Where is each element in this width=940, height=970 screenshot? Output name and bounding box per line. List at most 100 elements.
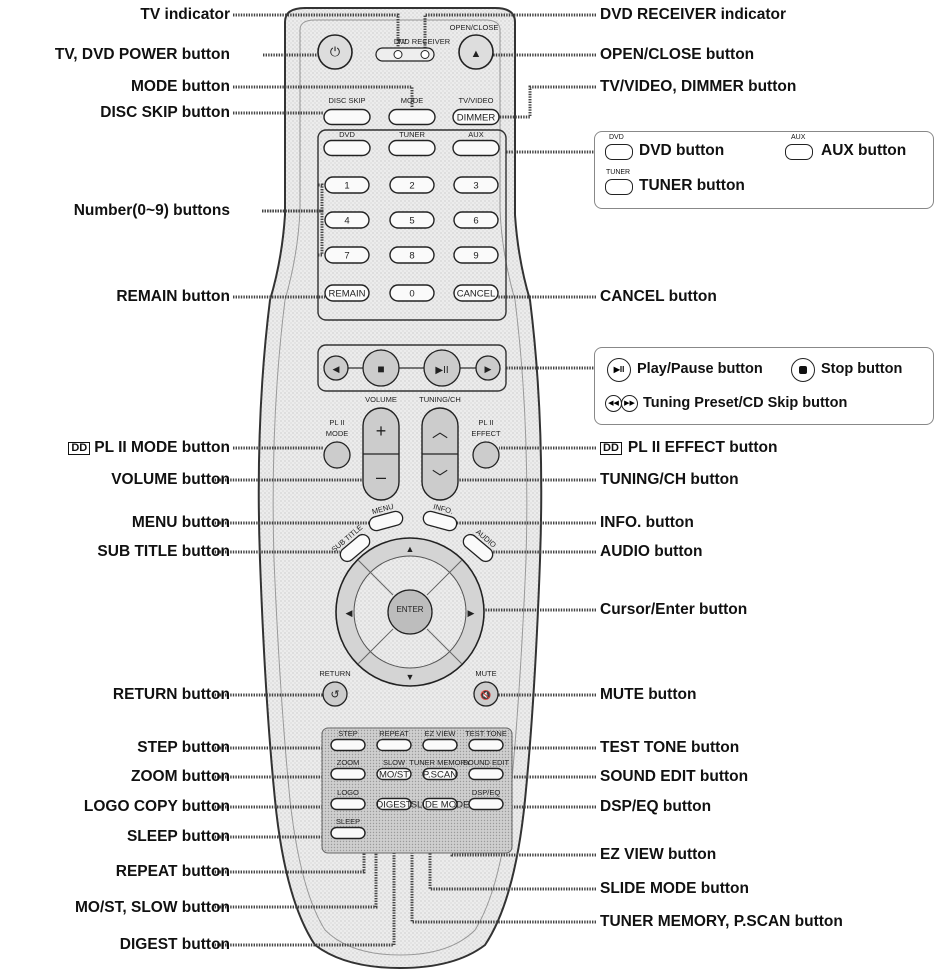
tv-video-label: TV/VIDEO [458,96,493,105]
function-panel [321,727,513,854]
label-sleep-button: SLEEP button [126,828,230,845]
open-close-button [458,34,494,70]
label-menu-button: MENU button [131,514,230,531]
cursor-pad-divider [358,628,394,664]
pl2-mode-button [323,441,351,469]
number-button-7-text: 7 [344,251,349,262]
disc-skip-button [323,108,371,126]
dvd-button-icon [605,144,633,160]
stop-icon: ■ [377,362,384,376]
label-ez-view-button: EZ VIEW button [600,846,717,863]
label-mo-st-slow-button: MO/ST, SLOW button [75,899,230,916]
aux-small-label: AUX [791,134,806,141]
label-digest-button: DIGEST button [119,936,230,953]
volume-label: VOLUME [365,395,397,404]
label-remain-button: REMAIN button [116,288,230,305]
disc-skip-label: DISC SKIP [328,96,365,105]
tuner-button [388,139,436,157]
tuner-button-text: TUNER button [639,177,745,194]
label-audio-button: AUDIO button [600,543,703,560]
cursor-pad-divider [358,560,394,596]
source-buttons-callout-box: DVD DVD button AUX AUX button TUNER TUNE… [594,131,934,209]
cursor-pad-divider [426,560,462,596]
leader-line-0 [233,13,400,52]
label-sound-edit-button: SOUND EDIT button [600,768,749,785]
menu-button-shape [368,510,404,532]
label-return-button: RETURN button [112,686,230,703]
number-button-3-text: 3 [473,181,478,192]
dvd-button-text: DVD button [639,142,725,159]
mute-button [473,681,499,707]
function-button-2-2-text: SLIDE MODE [411,800,470,811]
label-mute-button: MUTE button [600,686,697,703]
function-button-2-1-text: DIGEST [376,800,412,811]
number-button-5-text: 5 [409,216,414,227]
tuner-button-icon [605,179,633,195]
label-slide-mode-button: SLIDE MODE button [600,880,749,897]
label-step-button: STEP button [137,739,230,756]
skip-back-icon: ◀ [333,364,340,374]
volume-up-icon: + [376,421,387,441]
number-button-6 [453,211,499,229]
function-button-1-0 [330,767,366,781]
subtitle-button-shape [339,533,371,563]
function-button-1-1 [376,767,412,781]
function-label-1-2: TUNER MEMORY [409,758,471,767]
number-button-0 [389,284,435,302]
function-label-1-0: ZOOM [337,758,360,767]
number-button-0-text: 0 [409,289,414,300]
dolby-icon: DD [600,442,622,455]
pl2-effect-label: EFFECT [471,429,501,438]
label-disc-skip-button: DISC SKIP button [100,104,230,121]
sleep-button [330,826,366,840]
label-zoom-button: ZOOM button [131,768,230,785]
mode-label: MODE [401,96,424,105]
cancel-button-text: CANCEL [457,289,496,300]
remain-button [324,284,370,302]
pl2-effect-top-label: PL II [478,418,493,427]
number-button-9-text: 9 [473,251,478,262]
return-icon: ↺ [330,689,339,701]
eject-icon: ▲ [471,48,482,60]
number-button-8-text: 8 [409,251,414,262]
dvd-button [323,139,371,157]
enter-button [387,589,433,635]
label-tuner-memory-pscan-button: TUNER MEMORY, P.SCAN button [600,913,843,930]
play-pause-button [423,349,461,387]
number-button-1-text: 1 [344,181,349,192]
leader-line-19 [423,13,596,52]
label-cursor-enter-button: Cursor/Enter button [600,601,748,618]
number-button-2 [389,176,435,194]
play-pause-icon: ▶II [607,358,631,382]
function-button-1-1-text: MO/ST [379,770,409,781]
tuning-ch-label: TUNING/CH [419,395,461,404]
number-button-3 [453,176,499,194]
dvd-label: DVD [339,130,355,139]
number-panel [317,129,507,321]
cursor-down-icon: ▼ [406,672,415,682]
function-button-0-0 [330,738,366,752]
label-logo-copy-button: LOGO COPY button [83,798,230,815]
function-button-1-3 [468,767,504,781]
tuning-preset-text: Tuning Preset/CD Skip button [643,395,848,411]
dvd-receiver-indicator-led [420,50,430,59]
label-mode-button: MODE button [130,78,230,95]
leader-line-18 [212,810,396,947]
skip-back-icon: ◀◀ [605,395,622,412]
open-close-label: OPEN/CLOSE [450,23,499,32]
pl2-mode-top-label: PL II [329,418,344,427]
dolby-icon: DD [68,442,91,455]
tuner-small-label: TUNER [606,169,631,176]
number-button-7 [324,246,370,264]
mute-icon: 🔇 [480,689,491,700]
label-pl2-effect-button: DD PL II EFFECT button [600,439,777,457]
transport-panel [317,344,507,392]
aux-button-text: AUX button [821,142,907,159]
label-pl2-effect-text: PL II EFFECT button [627,439,778,456]
playback-buttons-callout-box: ▶II Play/Pause button Stop button ◀◀ ▶▶ … [594,347,934,425]
tv-video-button-text: DIMMER [457,113,496,124]
label-tv-dvd-power-button: TV, DVD POWER button [54,46,230,63]
label-tv-indicator: TV indicator [140,6,230,23]
